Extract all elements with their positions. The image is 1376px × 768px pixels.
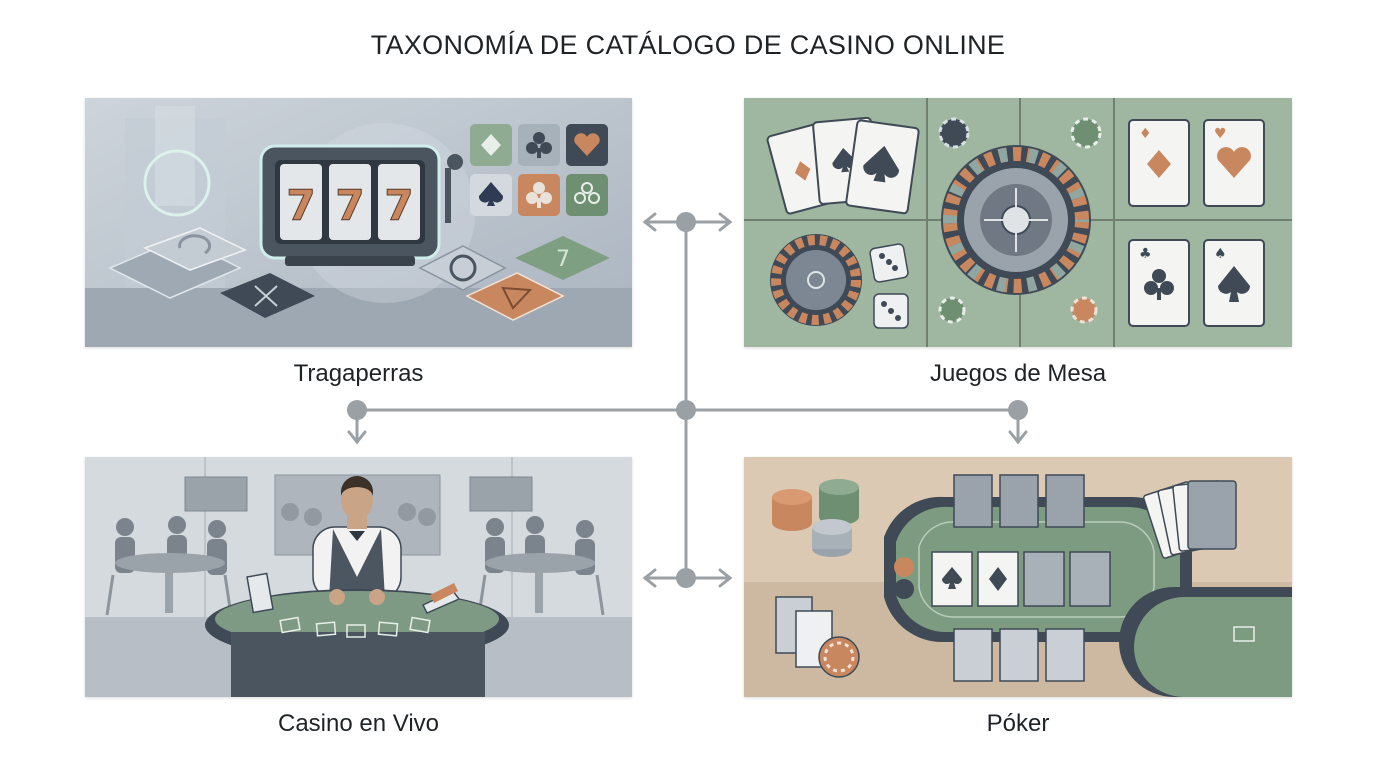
svg-text:7: 7 [286, 181, 315, 230]
roulette-icon [941, 145, 1091, 295]
arrow-right-bottom-icon [718, 568, 733, 588]
suit-tiles [470, 124, 608, 216]
arrow-left-top-icon [642, 212, 657, 232]
svg-text:♣: ♣ [1139, 246, 1152, 262]
node-top [676, 212, 696, 232]
node-center [676, 400, 696, 420]
playing-cards [766, 116, 920, 215]
panel-casino-en-vivo [85, 457, 632, 697]
node-right [1008, 400, 1028, 420]
svg-text:7: 7 [335, 181, 364, 230]
label-casino-en-vivo: Casino en Vivo [278, 710, 439, 737]
svg-text:♥: ♥ [1214, 126, 1227, 142]
panel-tragaperras: 7 7 7 7 [85, 98, 632, 347]
club-icon [526, 132, 552, 158]
arrow-down-right-icon [1008, 430, 1028, 445]
label-tragaperras: Tragaperras [293, 360, 424, 387]
chip-icon [938, 117, 1102, 324]
panel-poker [744, 457, 1292, 697]
panel-juegos-de-mesa: ♦ ♥ ♣ ♠ [744, 98, 1292, 347]
page-title: TAXONOMÍA DE CATÁLOGO DE CASINO ONLINE [370, 30, 1006, 60]
heart-icon [574, 133, 600, 156]
svg-text:♦: ♦ [1139, 126, 1152, 142]
arrow-down-left-icon [347, 430, 367, 445]
svg-text:7: 7 [556, 247, 570, 272]
svg-text:♠: ♠ [1214, 246, 1227, 262]
node-bottom [676, 568, 696, 588]
node-left [347, 400, 367, 420]
dice-icon [869, 243, 909, 329]
slot-machine-icon: 7 7 7 [259, 144, 463, 266]
arrow-right-top-icon [718, 212, 733, 232]
arrow-left-bottom-icon [642, 568, 657, 588]
svg-text:7: 7 [384, 181, 413, 230]
label-poker: Póker [986, 710, 1050, 737]
label-juegos-de-mesa: Juegos de Mesa [929, 360, 1107, 387]
chip-icon [772, 479, 859, 557]
card-table-icon [205, 589, 509, 697]
